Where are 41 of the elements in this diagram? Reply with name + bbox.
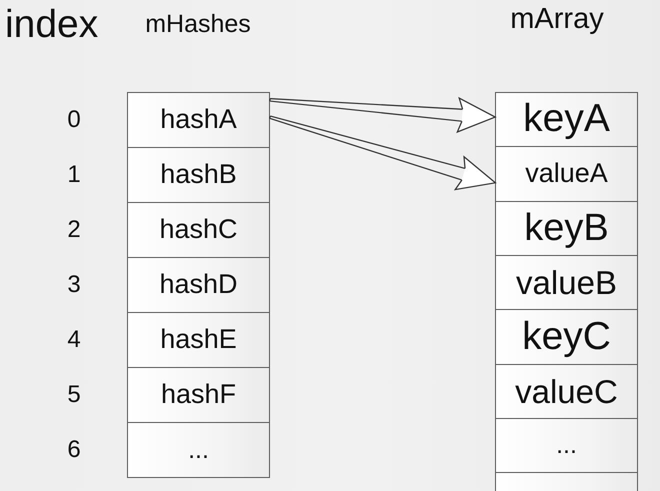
column-heading: index <box>5 3 98 48</box>
index-number: 3 <box>67 271 81 299</box>
index-number: 1 <box>67 161 81 189</box>
key-text: keyA <box>523 97 610 142</box>
array-cell <box>495 309 638 365</box>
key-text: keyC <box>522 314 611 360</box>
array-cell <box>495 364 638 419</box>
hash-cell <box>127 147 270 203</box>
column-heading: mArray <box>510 3 604 36</box>
index-number: 6 <box>67 436 81 464</box>
hash-cell <box>127 312 270 368</box>
arrow <box>269 115 496 190</box>
hash-text: hashE <box>160 324 237 356</box>
hash-text: hashC <box>159 214 238 246</box>
hash-text: hashD <box>159 269 238 301</box>
key-text: keyB <box>524 206 609 250</box>
index-number: 0 <box>67 106 81 134</box>
hash-cell <box>127 367 270 423</box>
index-number: 5 <box>67 381 81 409</box>
array-cell <box>495 146 638 202</box>
array-cell <box>495 201 638 256</box>
index-number: 4 <box>67 326 81 354</box>
hash-text: hashA <box>160 104 237 136</box>
ellipsis-text: ... <box>556 431 577 460</box>
value-text: valueB <box>516 264 617 302</box>
hash-cell <box>127 422 270 478</box>
array-cell <box>495 92 638 147</box>
array-cell <box>495 418 638 473</box>
hash-cell <box>127 202 270 258</box>
hash-cell <box>127 257 270 313</box>
arrow <box>269 97 496 133</box>
array-cell <box>495 472 638 491</box>
value-text: valueA <box>525 158 608 190</box>
ellipsis-text: ... <box>188 436 209 464</box>
column-heading: mHashes <box>145 10 251 39</box>
hash-text: hashF <box>160 379 236 411</box>
index-number: 2 <box>67 216 81 244</box>
hash-text: hashB <box>160 159 237 191</box>
value-text: valueC <box>515 372 618 410</box>
array-cell <box>495 255 638 310</box>
hash-cell <box>127 92 270 148</box>
